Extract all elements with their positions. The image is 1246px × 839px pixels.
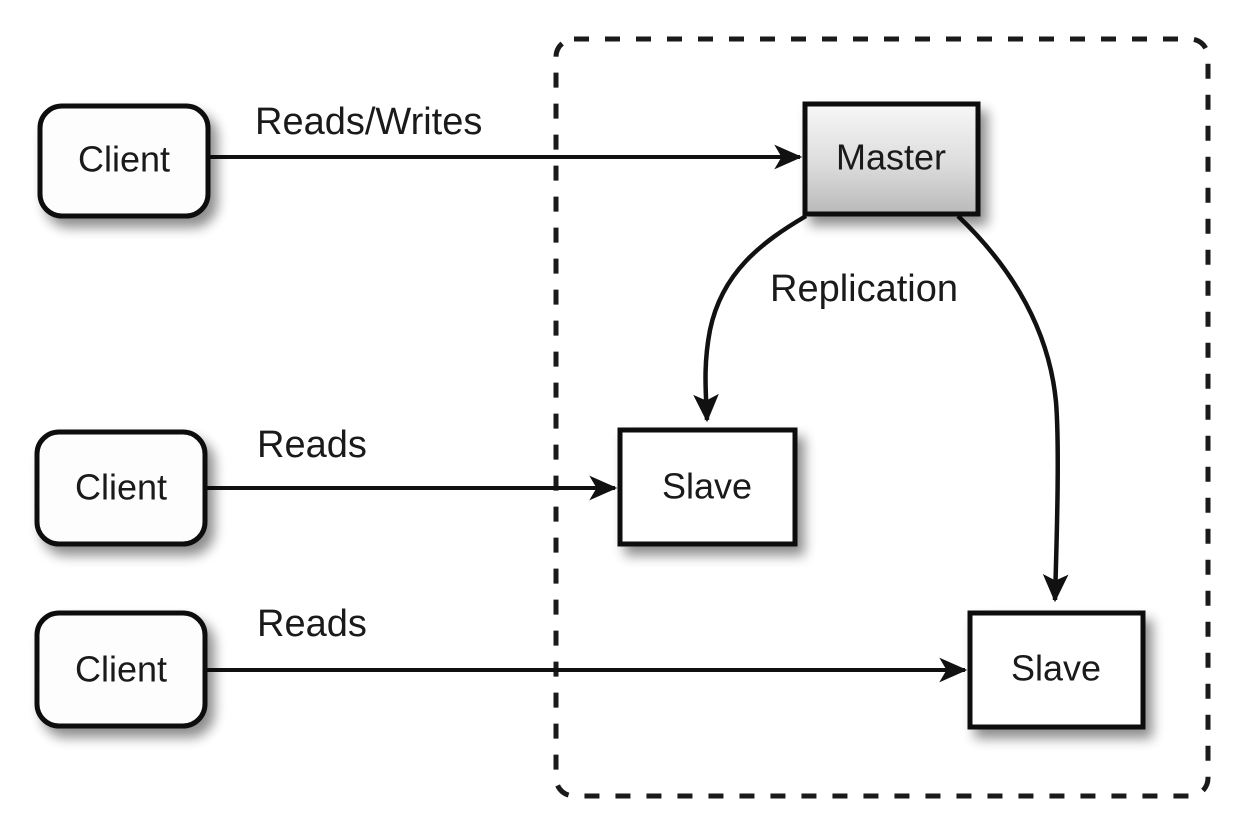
node-slave-2[interactable] [967,610,1146,730]
database-cluster-boundary [553,36,1211,799]
edge-label-reads-writes: Reads/Writes [255,101,482,143]
node-client-1[interactable] [37,103,211,219]
slave-2-shape[interactable] [967,610,1146,730]
master-shape[interactable] [802,101,981,217]
client-1-label: Client [78,139,170,180]
edge-label-replication: Replication [770,268,958,310]
edge-label-reads-slave1: Reads [257,424,367,466]
slave-2-label: Slave [1011,648,1101,689]
client-3-shape[interactable] [34,610,208,729]
slave-1-shape[interactable] [617,427,798,547]
client-1-shape[interactable] [37,103,211,219]
edge-label-reads-slave2: Reads [257,603,367,645]
edge-master-to-slave1-replication [693,214,808,423]
slave-1-label: Slave [662,466,752,507]
master-label: Master [836,137,946,178]
edge-master-to-slave2-replication [956,214,1069,603]
node-slave-1[interactable] [617,427,798,547]
node-client-2[interactable] [34,429,208,547]
node-client-3[interactable] [34,610,208,729]
node-master[interactable] [802,101,981,217]
client-2-label: Client [75,467,167,508]
client-2-shape[interactable] [34,429,208,547]
client-3-label: Client [75,649,167,690]
